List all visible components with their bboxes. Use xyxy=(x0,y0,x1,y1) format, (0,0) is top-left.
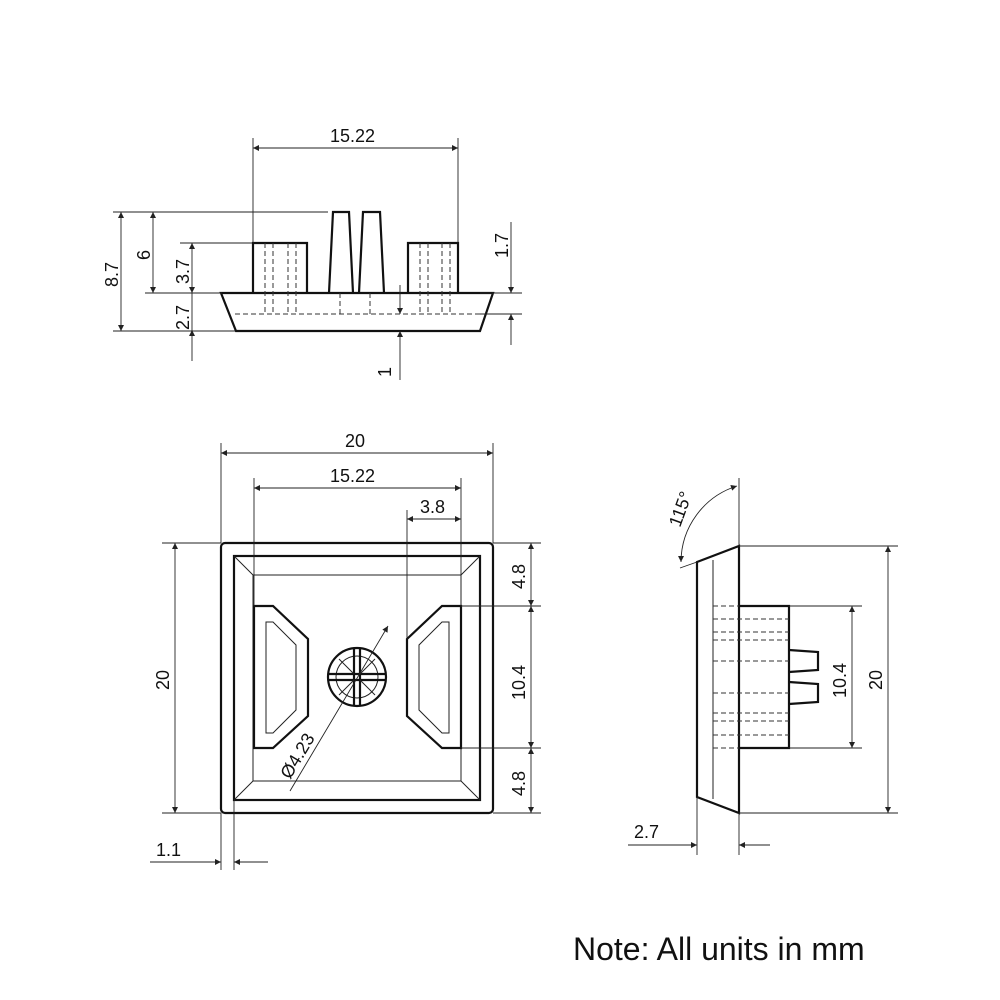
top-outer-width-label: 20 xyxy=(345,431,365,451)
side-height-total-label: 8.7 xyxy=(102,262,122,287)
side-wall-label: 1 xyxy=(375,367,395,377)
end-view: 115° 10.4 20 2.7 xyxy=(628,478,898,855)
top-boss-width-label: 3.8 xyxy=(420,497,445,517)
units-note: Note: All units in mm xyxy=(573,931,865,967)
diameter-label: Ø4.23 xyxy=(276,730,318,782)
side-height-boss-label: 3.7 xyxy=(173,259,193,284)
top-middle-span-label: 10.4 xyxy=(509,665,529,700)
end-middle-span-label: 10.4 xyxy=(830,663,850,698)
end-base-thickness-label: 2.7 xyxy=(634,822,659,842)
side-height-peg-label: 6 xyxy=(134,250,154,260)
side-width-label: 15.22 xyxy=(330,126,375,146)
side-height-base-label: 2.7 xyxy=(173,305,193,330)
top-offset-top-label: 4.8 xyxy=(509,564,529,589)
top-inner-width-label: 15.22 xyxy=(330,466,375,486)
top-lip-label: 1.1 xyxy=(156,840,181,860)
side-view: 15.22 8.7 6 3.7 2.7 1.7 1 xyxy=(102,126,522,380)
side-step-label: 1.7 xyxy=(492,233,512,258)
top-offset-bottom-label: 4.8 xyxy=(509,771,529,796)
top-view: Ø4.23 20 15.22 3.8 20 4.8 10.4 4.8 xyxy=(150,431,541,870)
top-outer-height-label: 20 xyxy=(153,670,173,690)
end-height-label: 20 xyxy=(866,670,886,690)
